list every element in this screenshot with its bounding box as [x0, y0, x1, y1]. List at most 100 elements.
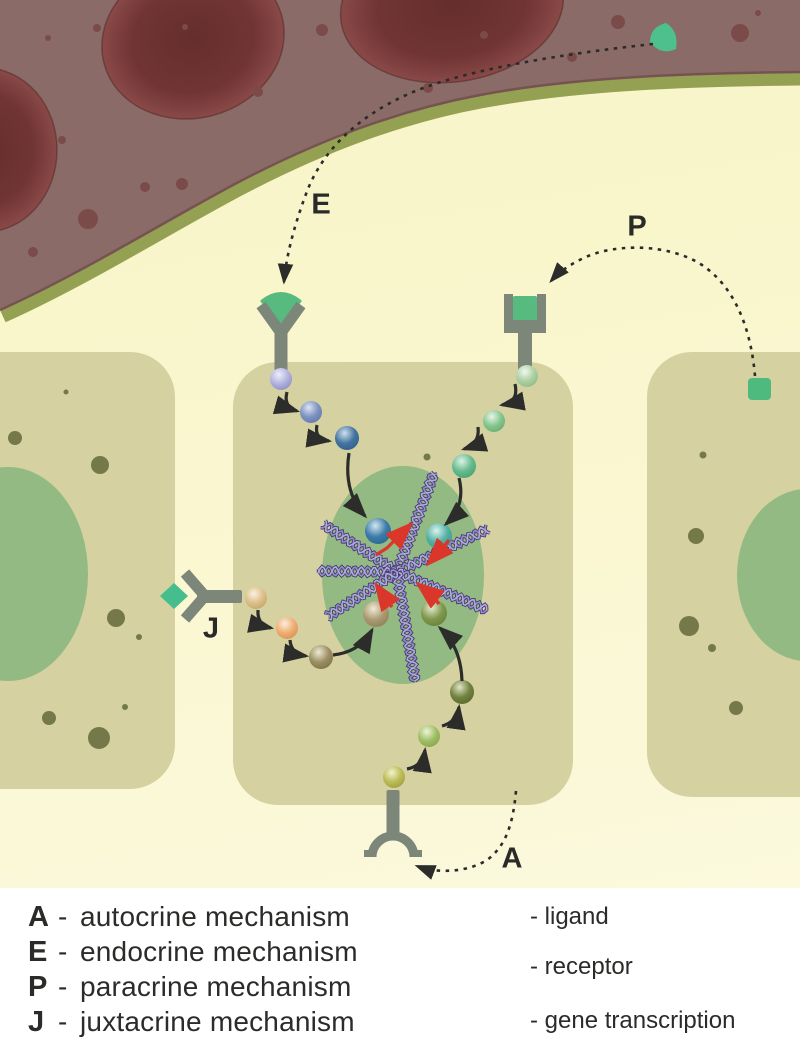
legend-key: J — [28, 1005, 45, 1038]
cytoplasm-granule — [729, 701, 743, 715]
legend-text: autocrine mechanism — [80, 901, 350, 932]
paracrine-receptor-icon — [504, 294, 546, 373]
endocrine-path-arrow — [277, 42, 654, 285]
juxtacrine-label: J — [202, 612, 220, 645]
ligand-icon — [748, 378, 771, 400]
legend-dash: - — [58, 936, 68, 967]
legend-text: paracrine mechanism — [80, 971, 352, 1002]
cascade-arrow — [460, 426, 489, 452]
signal-molecule — [426, 523, 452, 549]
legend-row-autocrine: A - autocrine mechanism — [28, 900, 350, 934]
signal-molecule — [380, 843, 407, 870]
cell-left — [0, 352, 175, 789]
legend-row-endocrine: E - endocrine mechanism — [28, 935, 358, 969]
signal-molecule — [383, 766, 405, 788]
legend-symbol-text: - ligand — [530, 903, 609, 930]
red-blood-cell — [101, 0, 285, 120]
ligand-icon — [160, 583, 188, 609]
signal-molecule — [300, 401, 322, 423]
vessel-speck — [182, 24, 188, 30]
legend-dash: - — [58, 901, 68, 932]
vessel-speck — [316, 24, 328, 36]
vessel-speck — [140, 182, 150, 192]
legend-key: E — [28, 935, 48, 968]
cytoplasm-granule — [688, 528, 704, 544]
signal-molecule — [483, 410, 505, 432]
legend-symbol-text: - receptor — [530, 953, 633, 980]
red-blood-cell — [339, 0, 565, 84]
legend-row-receptor: - receptor — [530, 950, 633, 984]
signal-molecule — [452, 454, 476, 478]
legend-dash: - — [58, 1006, 68, 1037]
signal-molecule — [335, 426, 359, 450]
cytoplasm-granule — [63, 389, 69, 395]
vessel-speck — [731, 24, 749, 42]
vessel-speck — [176, 178, 188, 190]
cascade-arrow — [282, 639, 310, 663]
legend-text: endocrine mechanism — [80, 936, 358, 967]
cytoplasm-granule — [679, 616, 699, 636]
ligand-icon — [650, 23, 677, 52]
ligand-icon — [260, 292, 302, 326]
legend-key: P — [28, 970, 48, 1003]
paracrine-label: P — [627, 210, 647, 243]
cascade-arrow — [332, 627, 374, 657]
nucleus — [0, 467, 88, 681]
cytoplasm-granule — [699, 451, 707, 459]
transcription-arrow-icon — [425, 537, 454, 567]
cytoplasm-granule — [8, 431, 22, 445]
cascade-arrow — [498, 383, 526, 411]
cell-right — [647, 352, 800, 797]
legend-text: juxtacrine mechanism — [80, 1006, 355, 1037]
legend-row-ligand: - ligand — [530, 900, 609, 934]
signal-molecule — [270, 368, 292, 390]
signal-molecule — [363, 601, 389, 627]
vessel-speck — [78, 209, 98, 229]
vessel-speck — [93, 24, 101, 32]
signal-molecule — [516, 365, 538, 387]
legend-symbol-text: - gene transcription — [530, 1007, 736, 1034]
cascade-arrow — [272, 391, 301, 415]
legend-key: A — [28, 900, 49, 933]
cascade-arrow — [441, 703, 466, 731]
legend-band: A - autocrine mechanism E - endocrine me… — [0, 888, 800, 1046]
cytoplasm-granule — [708, 644, 716, 652]
cytoplasm-granule — [42, 711, 56, 725]
signal-molecule — [450, 680, 474, 704]
nucleus — [737, 489, 800, 661]
autocrine-path-arrow — [414, 790, 518, 880]
cascade-arrow — [305, 424, 333, 448]
legend-row-paracrine: P - paracrine mechanism — [28, 970, 351, 1004]
signal-molecule — [309, 645, 333, 669]
cascade-arrow — [437, 625, 464, 682]
dna-helix — [316, 470, 491, 683]
cascade-arrow — [247, 609, 275, 633]
cytoplasm-granule — [122, 704, 128, 710]
cascade-arrow — [443, 477, 470, 527]
legend-dash: - — [58, 971, 68, 1002]
signal-molecule — [418, 725, 440, 747]
transcription-arrow-icon — [375, 521, 414, 557]
juxtacrine-receptor-icon — [160, 569, 242, 623]
red-blood-cell — [0, 69, 58, 231]
autocrine-receptor-icon — [364, 790, 422, 870]
vessel-speck — [611, 15, 625, 29]
paracrine-path-arrow — [549, 246, 757, 377]
autocrine-label: A — [501, 842, 523, 875]
vessel-speck — [58, 136, 66, 144]
cytoplasm-granule — [107, 609, 125, 627]
vessel-speck — [45, 35, 51, 41]
vessel-speck — [480, 31, 488, 39]
vessel-speck — [755, 10, 761, 16]
signal-molecule — [276, 617, 298, 639]
transcription-arrow-icon — [374, 582, 400, 613]
endocrine-label: E — [311, 188, 331, 221]
ligand-icon — [512, 296, 538, 321]
legend-row-juxtacrine: J - juxtacrine mechanism — [28, 1005, 355, 1039]
cytoplasm-granule — [423, 453, 431, 461]
cascade-arrow — [342, 452, 368, 519]
cascade-arrow — [406, 746, 432, 774]
vessel-speck — [28, 247, 38, 257]
signal-molecule — [421, 600, 447, 626]
